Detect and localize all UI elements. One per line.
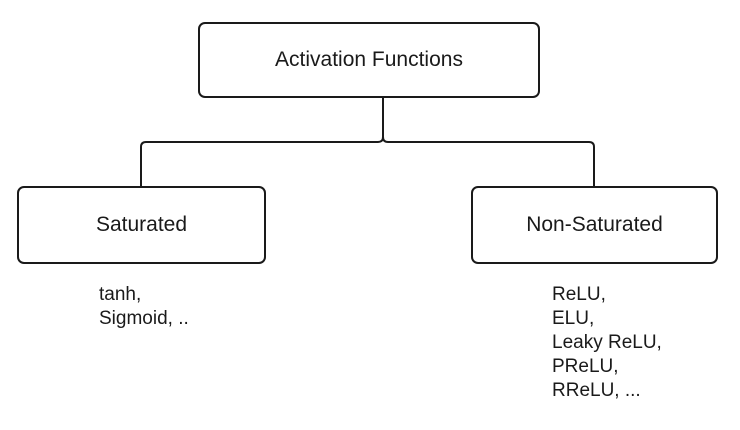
connector-to-non-saturated	[382, 136, 595, 186]
saturated-node: Saturated	[17, 186, 266, 264]
non-saturated-example-item: ReLU,	[552, 284, 606, 305]
saturated-examples-list: tanh, Sigmoid, ..	[99, 283, 189, 331]
non-saturated-example-item: Leaky ReLU,	[552, 332, 662, 353]
saturated-example-item: tanh,	[99, 284, 142, 305]
root-node-label: Activation Functions	[275, 48, 463, 71]
connector-to-saturated	[140, 136, 384, 186]
non-saturated-example-item: ELU,	[552, 308, 595, 329]
saturated-node-label: Saturated	[95, 213, 188, 236]
non-saturated-example-item: RReLU, ...	[552, 380, 641, 401]
non-saturated-example-item: PReLU,	[552, 356, 619, 377]
non-saturated-examples-list: ReLU, ELU, Leaky ReLU, PReLU, RReLU, ...	[552, 283, 662, 403]
non-saturated-node-label: Non-Saturated	[526, 213, 663, 236]
non-saturated-node: Non-Saturated	[471, 186, 718, 264]
root-node: Activation Functions	[198, 22, 540, 98]
saturated-example-item: Sigmoid, ..	[99, 308, 189, 329]
